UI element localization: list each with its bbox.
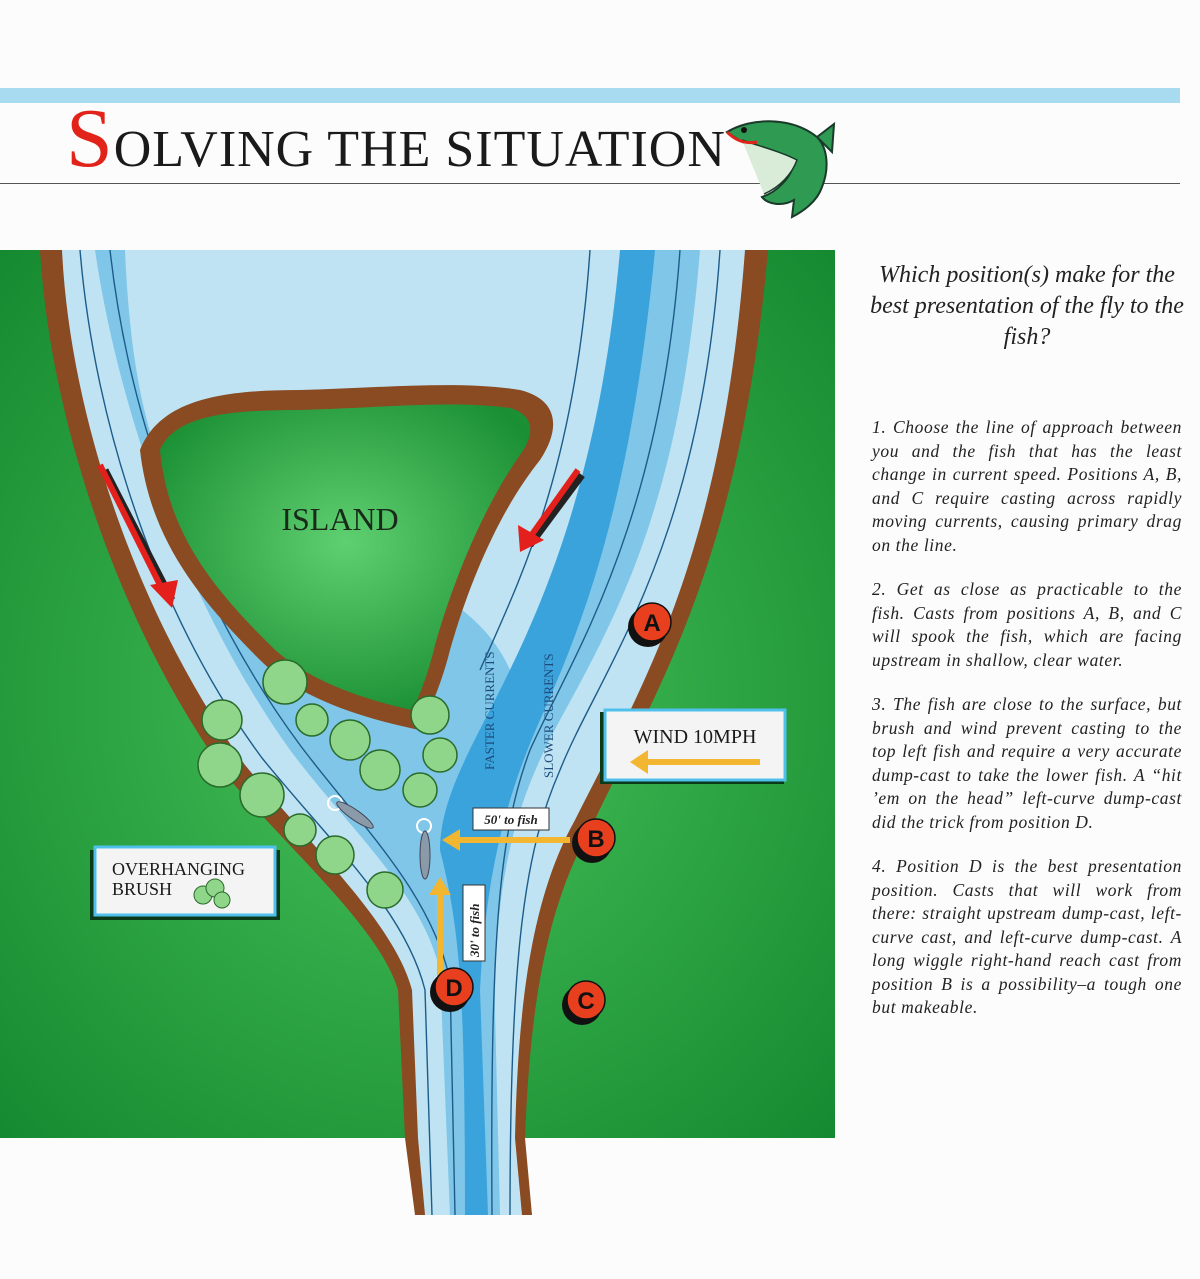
fast-channel-core: [440, 250, 655, 1215]
island-label: ISLAND: [281, 501, 398, 537]
page-title: SOLVING THE SITUATION: [66, 92, 726, 185]
paragraph-3: 3. The fish are close to the surface, bu…: [872, 694, 1182, 832]
overhanging-brush-trees: [197, 659, 458, 909]
brush-legend: OVERHANGING BRUSH: [90, 845, 280, 920]
faster-currents-label: FASTER CURRENTS: [482, 651, 497, 770]
svg-text:BRUSH: BRUSH: [112, 879, 172, 899]
trout-fish-icon: [725, 120, 836, 219]
island: [160, 404, 531, 710]
question-heading: Which position(s) make for the best pres…: [870, 262, 1184, 350]
wind-box: WIND 10MPH: [600, 708, 787, 784]
position-d-marker: D: [430, 967, 474, 1012]
current-lines: [79, 250, 721, 1216]
cast-arrow-d: 30' to fish: [429, 877, 486, 980]
explanation-text: 1. Choose the line of approach between y…: [872, 416, 1182, 1041]
distance-b-label: 50' to fish: [484, 812, 537, 827]
fish-lower: [416, 818, 432, 880]
wind-label: WIND 10MPH: [634, 726, 757, 748]
svg-text:OVERHANGING: OVERHANGING: [112, 859, 245, 879]
paragraph-1: 1. Choose the line of approach between y…: [872, 417, 1182, 555]
position-b-marker: B: [572, 818, 616, 863]
header-rule: [0, 183, 1180, 184]
river-map: ISLAND FASTER CURRENTS SLOWER CURRENTS W…: [0, 250, 835, 1216]
paragraph-4: 4. Position D is the best presentation p…: [872, 856, 1182, 1017]
fish-upper: [327, 795, 374, 829]
current-arrow-left: [97, 463, 178, 608]
slower-currents-label: SLOWER CURRENTS: [541, 653, 556, 778]
svg-text:C: C: [577, 988, 594, 1015]
svg-text:A: A: [643, 610, 660, 637]
cast-arrow-b: 50' to fish: [442, 807, 570, 851]
fast-channel-left: [95, 250, 700, 1215]
position-a-marker: A: [628, 602, 672, 647]
svg-text:D: D: [445, 975, 462, 1002]
paragraph-2: 2. Get as close as practicable to the fi…: [872, 579, 1182, 670]
brush-icon: [193, 878, 231, 909]
header-band: [0, 88, 1180, 103]
distance-d-label: 30' to fish: [467, 904, 482, 958]
position-c-marker: C: [562, 980, 606, 1025]
current-arrow-right: [518, 468, 585, 552]
svg-text:B: B: [587, 826, 604, 853]
